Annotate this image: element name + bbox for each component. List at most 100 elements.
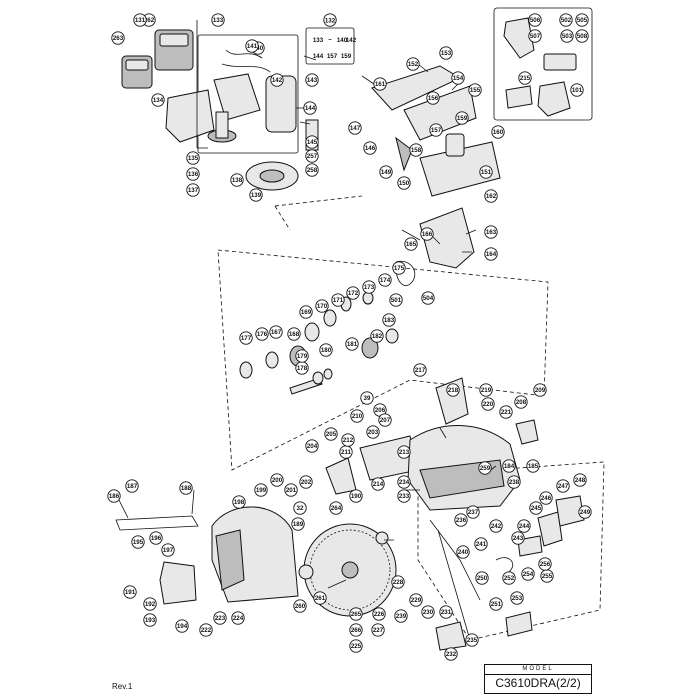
callout-260: 260 <box>293 599 307 613</box>
callout-number: 147 <box>350 125 361 132</box>
callout-254: 254 <box>521 567 535 581</box>
callout-number: 244 <box>519 523 530 530</box>
callout-32: 32 <box>293 501 307 515</box>
callout-158: 158 <box>409 143 423 157</box>
callout-number: 232 <box>446 651 457 658</box>
dust-accessories <box>503 17 577 117</box>
gear-train <box>239 291 399 395</box>
callout-200: 200 <box>270 473 284 487</box>
callout-number: 156 <box>428 95 439 102</box>
callout-189: 189 <box>291 517 305 531</box>
saw-blade <box>298 523 397 617</box>
accessory-frame <box>493 7 593 121</box>
callout-number: 134 <box>153 97 164 104</box>
handle-assembly <box>371 65 501 197</box>
callout-229: 229 <box>409 593 423 607</box>
callout-175: 175 <box>392 261 406 275</box>
callout-224: 224 <box>231 611 245 625</box>
callout-number: 220 <box>483 401 494 408</box>
callout-number: 184 <box>504 463 515 470</box>
callout-number: 237 <box>468 509 479 516</box>
callout-151: 151 <box>479 165 493 179</box>
callout-number: 163 <box>486 229 497 236</box>
callout-172: 172 <box>346 286 360 300</box>
callout-162: 162 <box>484 189 498 203</box>
callout-number: 261 <box>315 595 326 602</box>
callout-number: 172 <box>348 290 359 297</box>
callout-167: 167 <box>269 325 283 339</box>
callout-number: 252 <box>504 575 515 582</box>
callout-number: 501 <box>391 297 402 304</box>
callout-number: 503 <box>562 33 573 40</box>
callout-number: 248 <box>575 477 586 484</box>
model-label: MODEL <box>522 666 554 672</box>
callout-number: 167 <box>271 329 282 336</box>
callout-178: 178 <box>295 361 309 375</box>
callout-164: 164 <box>484 247 498 261</box>
callout-163: 163 <box>484 225 498 239</box>
callout-number: 171 <box>333 297 344 304</box>
callout-number: 155 <box>470 87 481 94</box>
callout-number: 145 <box>307 139 318 146</box>
callout-202: 202 <box>299 475 313 489</box>
callout-number: 160 <box>493 129 504 136</box>
callout-174: 174 <box>378 273 392 287</box>
callout-222: 222 <box>199 623 213 637</box>
callout-number: 257 <box>307 153 318 160</box>
callout-number: 181 <box>347 341 358 348</box>
callout-number: 195 <box>133 539 144 546</box>
callout-number: 144 <box>305 105 316 112</box>
callout-226: 226 <box>372 607 386 621</box>
callout-136: 136 <box>186 167 200 181</box>
motor-leader <box>274 195 363 231</box>
callout-252: 252 <box>502 571 516 585</box>
callout-246: 246 <box>539 491 553 505</box>
callout-134: 134 <box>151 93 165 107</box>
callout-number: 243 <box>513 535 524 542</box>
callout-170: 170 <box>315 299 329 313</box>
callout-236: 236 <box>454 513 468 527</box>
callout-number: 169 <box>301 309 312 316</box>
callout-212: 212 <box>341 433 355 447</box>
callout-504: 504 <box>421 291 435 305</box>
callout-135: 135 <box>186 151 200 165</box>
leader-lines <box>117 20 497 589</box>
callout-249: 249 <box>578 505 592 519</box>
callout-number: 211 <box>341 449 352 456</box>
callout-number: 161 <box>375 81 386 88</box>
callout-185: 185 <box>526 459 540 473</box>
callout-number: 178 <box>297 365 308 372</box>
callout-168: 168 <box>287 327 301 341</box>
callout-161: 161 <box>373 77 387 91</box>
callout-number: 226 <box>374 611 385 618</box>
callout-number: 264 <box>331 505 342 512</box>
callout-215: 215 <box>518 71 532 85</box>
callout-number: 173 <box>364 284 375 291</box>
callout-number: 135 <box>188 155 199 162</box>
callout-number: 222 <box>201 627 212 634</box>
callout-number: 236 <box>456 517 467 524</box>
callout-188: 188 <box>179 481 193 495</box>
callout-number: 162 <box>486 193 497 200</box>
callout-209: 209 <box>533 383 547 397</box>
callout-number: 166 <box>422 231 433 238</box>
callout-number: 249 <box>580 509 591 516</box>
callout-253: 253 <box>510 591 524 605</box>
callout-237: 237 <box>466 505 480 519</box>
callout-225: 225 <box>349 639 363 653</box>
callout-190: 190 <box>349 489 363 503</box>
motor-assembly <box>165 49 319 191</box>
callout-501: 501 <box>389 293 403 307</box>
callout-180: 180 <box>319 343 333 357</box>
callout-number: 142 <box>272 77 283 84</box>
callout-181: 181 <box>345 337 359 351</box>
callout-number: 176 <box>257 331 268 338</box>
callout-144: 144 <box>303 101 317 115</box>
callout-223: 223 <box>213 611 227 625</box>
callout-number: 507 <box>530 33 541 40</box>
callout-number: 202 <box>301 479 312 486</box>
callout-149: 149 <box>379 165 393 179</box>
callout-number: 225 <box>351 643 362 650</box>
